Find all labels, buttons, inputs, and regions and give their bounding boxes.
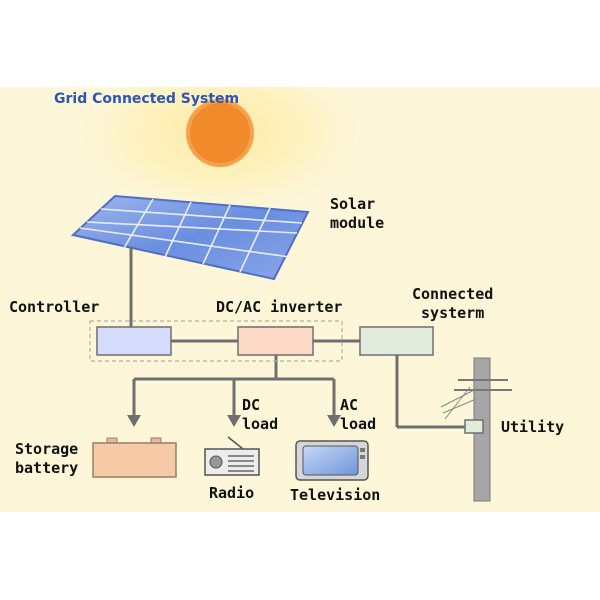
battery-icon [92,437,177,478]
utility-pole-icon [440,357,512,502]
label-television: Television [290,486,381,504]
label-ac-load: AC load [340,396,377,433]
label-solar-module: Solar module [330,195,385,232]
television-icon [295,440,369,481]
diagram-canvas [70,87,512,502]
label-connected-system: Connected systerm [412,285,494,322]
label-controller: Controller [9,298,100,316]
controller-inverter-group [89,320,343,362]
wiring [129,247,465,429]
connected-system-box [359,326,434,356]
sun-icon [70,87,370,218]
controller-box [96,326,172,356]
label-dc-load: DC load [242,396,279,433]
label-utility: Utility [501,418,565,436]
label-radio: Radio [209,484,255,502]
radio-icon [204,436,260,476]
diagram-stage: Grid Connected System Solar module Contr… [0,87,600,512]
inverter-box [237,326,314,356]
arrow-heads [127,415,341,427]
label-storage-battery: Storage battery [15,440,79,477]
label-inverter: DC/AC inverter [216,298,343,316]
diagram-title: Grid Connected System [54,91,240,107]
solar-panel-icon [70,194,310,281]
